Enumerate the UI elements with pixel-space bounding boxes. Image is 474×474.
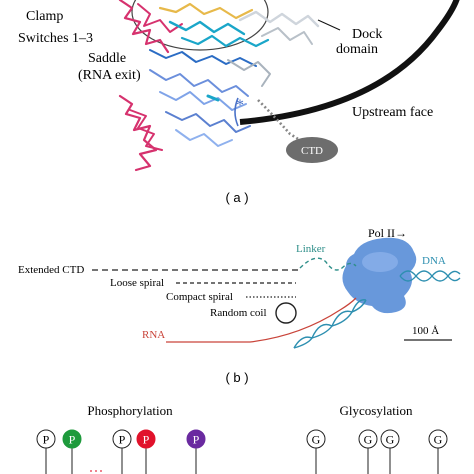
ctd-label: CTD	[301, 145, 323, 157]
dock-label: Dock	[352, 27, 382, 42]
phosphorylation-title: Phosphorylation	[87, 403, 173, 418]
rna-label: RNA	[142, 329, 165, 341]
phosphate-marker: P	[186, 429, 206, 474]
rna-exit-label: (RNA exit)	[78, 68, 141, 83]
random-coil-circle	[275, 302, 297, 324]
pol2-highlight	[362, 252, 398, 272]
phosphate-marker: P	[62, 429, 82, 474]
pol2-label: Pol II→	[368, 226, 407, 240]
p-symbol: P	[193, 433, 200, 447]
p-symbol: P	[69, 433, 76, 447]
clamp-label: Clamp	[26, 9, 63, 24]
linker-label: Linker	[296, 243, 326, 255]
glyco-marker: G	[306, 429, 326, 474]
g-symbol: G	[364, 433, 373, 447]
g-symbol: G	[312, 433, 321, 447]
panel-c: Phosphorylation Glycosylation P P P P P	[36, 403, 448, 474]
random-coil-label: Random coil	[210, 307, 267, 319]
panel-a: * CTD Clamp Switches 1–3 Saddle (RNA exi…	[18, 0, 460, 205]
glyco-marker: G	[380, 429, 400, 474]
upstream-face-label: Upstream face	[352, 105, 433, 120]
dock-leader	[317, 19, 341, 31]
dna-label: DNA	[422, 255, 446, 267]
clamp-outline	[131, 0, 269, 51]
p-symbol: P	[119, 433, 126, 447]
switches-label: Switches 1–3	[18, 31, 93, 46]
saddle-label: Saddle	[88, 51, 126, 66]
scale-label: 100 Å	[412, 325, 439, 337]
g-symbol: G	[434, 433, 443, 447]
extended-ctd-label: Extended CTD	[18, 264, 84, 276]
glyco-marker: G	[428, 429, 448, 474]
glyco-marker: G	[358, 429, 378, 474]
upstream-face-arc	[239, 0, 460, 125]
caption-a: ( a )	[225, 190, 248, 205]
glycosylation-title: Glycosylation	[340, 403, 413, 418]
g-symbol: G	[386, 433, 395, 447]
protein-structure	[118, 0, 320, 172]
caption-b: ( b )	[225, 370, 248, 385]
compact-spiral-label: Compact spiral	[166, 291, 233, 303]
dna-helix-left	[293, 299, 367, 349]
domain-label: domain	[336, 42, 378, 57]
ctd-ellipse	[286, 137, 338, 163]
pol2-blob	[342, 237, 417, 314]
phosphate-marker: P	[36, 429, 56, 474]
phosphate-marker: P	[112, 429, 132, 474]
panel-b: Pol II→ Linker DNA Extended CTD Loose sp…	[18, 226, 461, 385]
p-symbol: P	[43, 433, 50, 447]
dna-helix-right	[399, 270, 461, 282]
asterisk-bracket	[234, 97, 239, 127]
loose-spiral-label: Loose spiral	[110, 277, 164, 289]
asterisk-label: *	[236, 97, 244, 114]
phosphate-marker: P	[136, 429, 156, 474]
linker-path	[299, 257, 357, 271]
p-symbol: P	[143, 433, 150, 447]
ctd-linker	[257, 99, 309, 148]
rna-path	[166, 297, 357, 343]
